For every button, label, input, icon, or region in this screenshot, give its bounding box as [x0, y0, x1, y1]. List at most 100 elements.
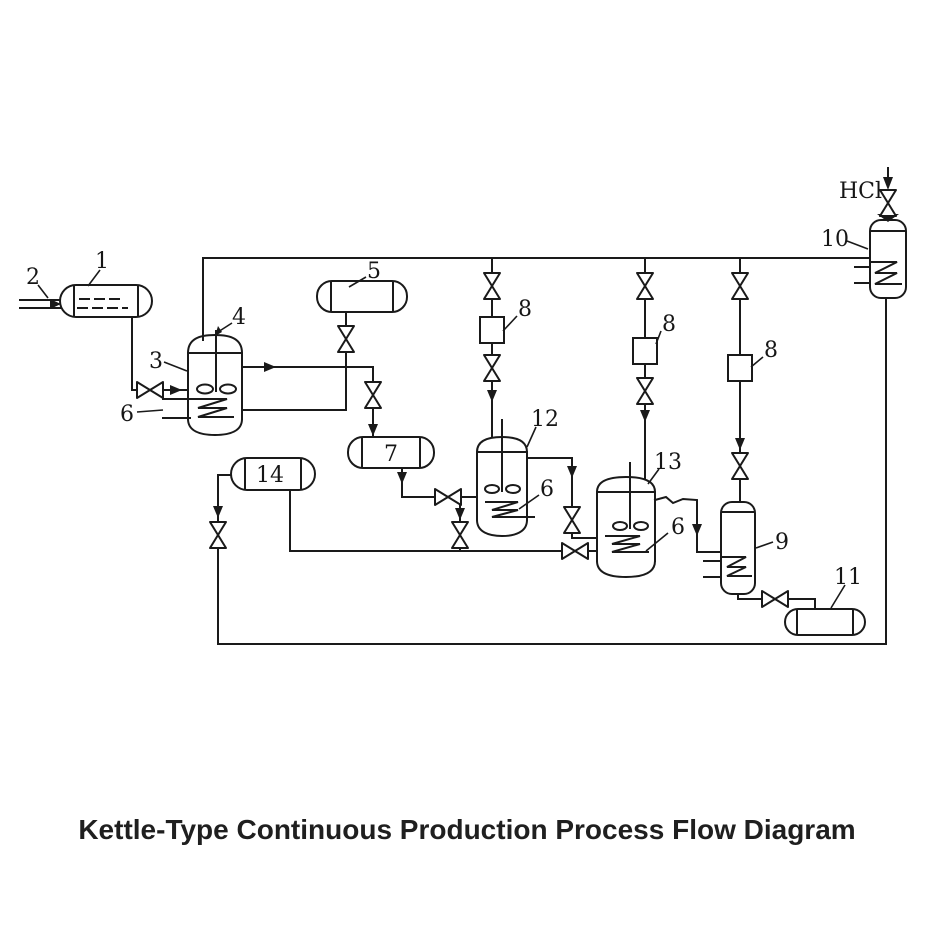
vessel-1-horizontal-drum	[59, 284, 153, 318]
pipe-reactor12-to-reactor13	[526, 457, 598, 539]
vessel-7-horizontal-drum	[347, 436, 435, 469]
rotameter-8a-body	[479, 316, 505, 344]
pipe-reactor13-to-vessel9	[653, 495, 722, 553]
valve-drop3-upper	[731, 272, 749, 300]
vessel-7-cap-seams	[361, 437, 421, 468]
valve-hcl-feed	[879, 189, 897, 217]
label-leader-lines	[37, 240, 869, 609]
leader-10	[846, 240, 869, 250]
reactor-13-blade-left	[612, 521, 628, 531]
reactor-12-kettle	[475, 419, 535, 538]
vessel-1-cap-seams	[73, 285, 139, 317]
arrow-drop2-down	[640, 410, 650, 422]
reactor-12-bottom	[475, 518, 529, 538]
label-item-8a: 8	[518, 297, 532, 322]
piping-network	[19, 167, 889, 645]
equipment-labels: 1 2 3 4 5 6 7 8 8 8 9 10 11 12 13 6 6 14…	[26, 179, 882, 590]
heating-coil-6	[189, 398, 234, 418]
valve-vessel1-outlet	[136, 381, 164, 399]
reactor-12-walls	[476, 451, 528, 521]
arrow-into-vessel7	[368, 424, 378, 436]
reactor-13-coil-6	[605, 535, 649, 553]
pipe-top-header	[202, 257, 871, 341]
vessel-10-coil-stubs	[854, 266, 871, 284]
reactor-3-walls	[187, 352, 243, 420]
vessel-14-shell	[230, 457, 316, 491]
valve-left-riser	[209, 521, 227, 549]
label-item-8b: 8	[662, 312, 676, 337]
label-item-2: 2	[26, 265, 40, 290]
leader-9	[755, 541, 774, 549]
rotameter-8c-body	[727, 354, 753, 382]
vessel-14-cap-seams	[244, 458, 302, 490]
arrow-hcl-down	[883, 177, 893, 190]
pipe-feed-2	[19, 299, 61, 309]
vessel-9-shell	[720, 501, 756, 595]
label-hcl-feed: HCl	[839, 179, 882, 204]
rotameter-8b-body	[632, 337, 658, 365]
rotameter-8-line3	[727, 354, 753, 382]
reactor-12-coil-6	[485, 501, 535, 518]
valve-drop1-upper	[483, 272, 501, 300]
vessel-10-coil	[870, 261, 902, 285]
vessel-9-vertical-column	[703, 501, 756, 595]
reactor-13-kettle	[595, 462, 657, 579]
arrow-reactor13-to-9	[692, 524, 702, 536]
pipe-vessel9-to-vessel11	[737, 593, 816, 610]
agitator-4-blade-right	[219, 383, 237, 395]
arrow-riser-down	[213, 506, 223, 518]
vessel-5-shell	[316, 280, 408, 313]
leader-6-reactor13	[645, 532, 669, 552]
arrow-drain-down	[455, 508, 465, 520]
reactor-13-walls	[596, 491, 656, 562]
label-item-3: 3	[149, 349, 163, 374]
vessel-9-coil-stubs	[703, 560, 722, 578]
valve-vessel7-to-reactor12	[434, 488, 462, 506]
leader-5	[348, 276, 367, 288]
vessel-7-shell	[347, 436, 435, 469]
label-item-14: 14	[256, 463, 284, 488]
vessel-10-vertical-column	[854, 214, 907, 299]
vessel-1-internal-dashes	[77, 298, 128, 309]
pipe-reactor3-lower-outlet	[241, 311, 347, 411]
rotameter-8-line2	[632, 337, 658, 365]
label-item-4: 4	[232, 305, 246, 330]
vessel-11-shell	[784, 608, 866, 636]
label-item-9: 9	[775, 530, 789, 555]
reactor-3-bottom	[186, 417, 244, 437]
vessel-9-coil	[721, 556, 752, 577]
vessel-11-horizontal-drum	[784, 608, 866, 636]
valves	[136, 189, 897, 608]
arrow-drop3-down	[735, 438, 745, 450]
valve-vessel9-to-vessel11	[761, 590, 789, 608]
valve-drop2-lower	[636, 377, 654, 405]
rotameter-8-line1	[479, 316, 505, 344]
flow-arrows	[50, 177, 893, 536]
arrow-drop1-down	[487, 390, 497, 402]
reactor-13-bottom	[595, 559, 657, 579]
valve-reactor12-drain	[451, 521, 469, 549]
pipe-reactor3-upper-outlet	[241, 366, 374, 438]
leader-12	[526, 426, 537, 448]
valve-drop1-lower	[483, 354, 501, 382]
leader-6-reactor3	[136, 409, 164, 413]
vessel-5-horizontal-drum	[316, 280, 408, 313]
label-item-10: 10	[821, 227, 849, 252]
valve-drop3-lower	[731, 452, 749, 480]
leader-1	[87, 269, 101, 287]
label-item-8c: 8	[764, 338, 778, 363]
reactor-12-blade-left	[484, 484, 500, 494]
valve-drop2-upper	[636, 272, 654, 300]
leader-8b	[655, 330, 662, 345]
pipe-left-riser-vessel14	[217, 474, 232, 645]
reactor-13-blade-right	[633, 521, 649, 531]
valve-main-line-to-reactor13	[561, 542, 589, 560]
leader-3	[163, 361, 188, 372]
agitator-4-blade-left	[196, 383, 214, 395]
leader-6-reactor12	[518, 494, 540, 510]
valve-reactor12-to-reactor13	[563, 506, 581, 534]
arrow-feed2-right	[50, 299, 61, 309]
valve-below-vessel5	[337, 325, 355, 353]
arrow-into-reactor3	[170, 385, 182, 395]
